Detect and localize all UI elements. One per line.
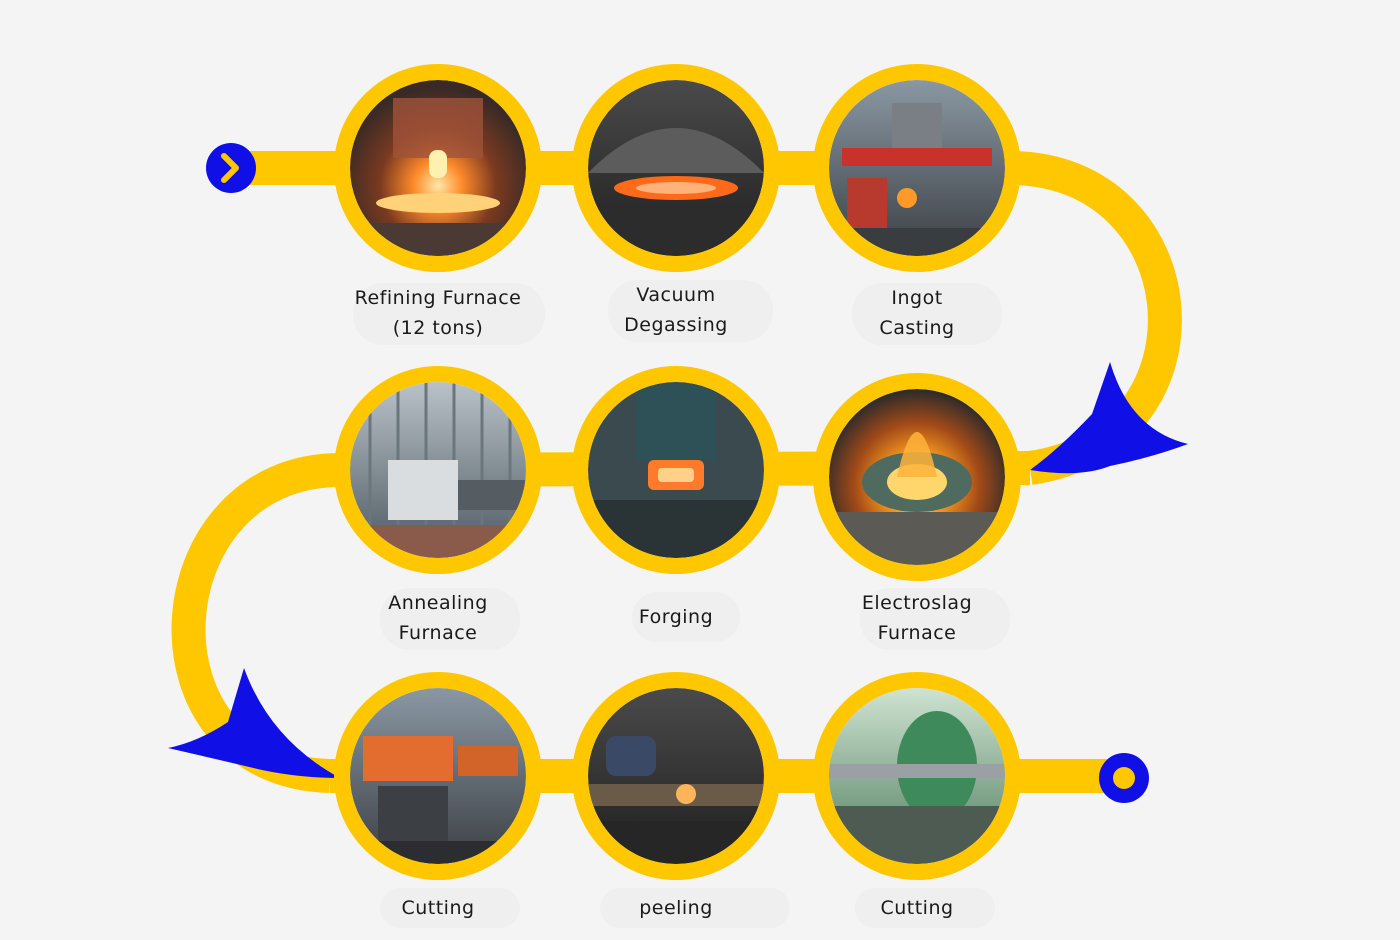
- forging-hammer-photo: [588, 382, 764, 558]
- start-marker: [206, 143, 256, 193]
- step-label-line-2: (12 tons): [392, 317, 484, 339]
- step-label-cutting-1: Cutting: [338, 893, 538, 923]
- step-label-background: [860, 588, 1010, 650]
- step-label-line-1: peeling: [639, 897, 713, 919]
- casting-crane-photo: [829, 80, 1005, 256]
- step-label-background: [380, 888, 520, 928]
- dot-icon: [1113, 767, 1135, 789]
- right-turn-arrow-icon: [1030, 362, 1188, 474]
- step-label-line-2: Degassing: [624, 314, 728, 336]
- step-ring: [334, 366, 542, 574]
- end-marker: [1099, 753, 1149, 803]
- step-label-line-1: Refining Furnace: [354, 287, 522, 309]
- step-electroslag-furnace: [813, 373, 1021, 581]
- step-label-line-1: Electroslag: [861, 592, 973, 614]
- flame-furnace-photo: [829, 389, 1005, 565]
- step-vacuum-degassing: [572, 64, 780, 272]
- step-label-background: [353, 283, 545, 345]
- step-label-background: [380, 588, 520, 650]
- step-label-background: [608, 280, 773, 342]
- peeling-machine-photo: [588, 688, 764, 864]
- step-ingot-casting: [813, 64, 1021, 272]
- step-label-line-1: Vacuum: [636, 284, 716, 306]
- step-label-line-1: Cutting: [401, 897, 475, 919]
- step-label-line-2: Furnace: [877, 622, 957, 644]
- step-label-line-1: Forging: [638, 606, 714, 628]
- step-ring: [572, 64, 780, 272]
- vacuum-vessel-photo: [588, 80, 764, 256]
- step-ring: [813, 64, 1021, 272]
- step-ring: [334, 672, 542, 880]
- lathe-machine-photo: [829, 688, 1005, 864]
- step-label-background: [600, 888, 790, 928]
- step-label-peeling: peeling: [576, 893, 776, 923]
- step-label-line-1: Ingot: [891, 287, 943, 309]
- step-ring: [813, 672, 1021, 880]
- step-ring: [572, 366, 780, 574]
- step-label-line-1: Cutting: [880, 897, 954, 919]
- step-label-refining-furnace: Refining Furnace (12 tons): [338, 283, 538, 343]
- step-label-line-2: Furnace: [398, 622, 478, 644]
- step-label-background: [852, 283, 1002, 345]
- chevron-right-icon: [221, 153, 239, 183]
- glowing-furnace-photo: [350, 80, 526, 256]
- step-ring: [334, 64, 542, 272]
- step-cutting-1: [334, 672, 542, 880]
- step-refining-furnace: [334, 64, 542, 272]
- step-label-line-1: Annealing: [388, 592, 488, 614]
- step-ring: [572, 672, 780, 880]
- step-label-cutting-2: Cutting: [817, 893, 1017, 923]
- step-cutting-2: [813, 672, 1021, 880]
- step-forging: [572, 366, 780, 574]
- step-ring: [813, 373, 1021, 581]
- left-turn-arrow-icon: [168, 668, 340, 778]
- step-label-background: [632, 592, 740, 642]
- step-label-forging: Forging: [576, 602, 776, 632]
- step-label-background: [855, 888, 995, 928]
- step-peeling: [572, 672, 780, 880]
- step-label-line-2: Casting: [879, 317, 955, 339]
- step-annealing-furnace: [334, 366, 542, 574]
